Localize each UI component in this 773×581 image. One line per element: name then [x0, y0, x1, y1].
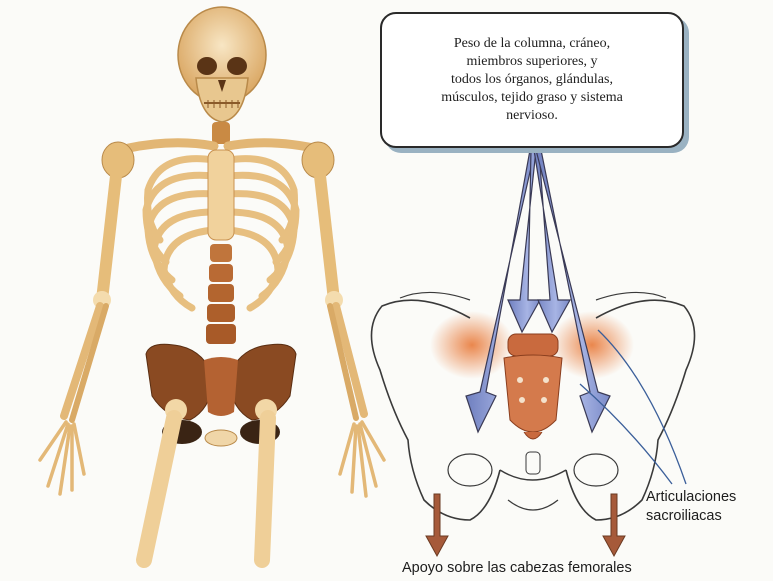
sacrum [504, 334, 562, 474]
right-arm [320, 176, 384, 496]
femoral-support-label: Apoyo sobre las cabezas femorales [402, 560, 632, 576]
weight-callout-box: Peso de la columna, cráneo, miembros sup… [380, 12, 684, 148]
sacroiliac-label: Articulaciones sacroiliacas [646, 488, 736, 526]
lumbar-spine [206, 244, 236, 344]
cervical-spine [212, 122, 230, 144]
skull [178, 7, 266, 122]
weight-callout-text: Peso de la columna, cráneo, miembros sup… [441, 35, 623, 125]
skeleton-icon [40, 7, 384, 560]
femoral-support-arrows [426, 494, 625, 556]
sternum [208, 150, 234, 240]
left-leg [144, 399, 187, 560]
left-clavicle [120, 143, 214, 150]
left-sacroiliac-glow [430, 311, 514, 379]
left-arm [40, 176, 116, 494]
